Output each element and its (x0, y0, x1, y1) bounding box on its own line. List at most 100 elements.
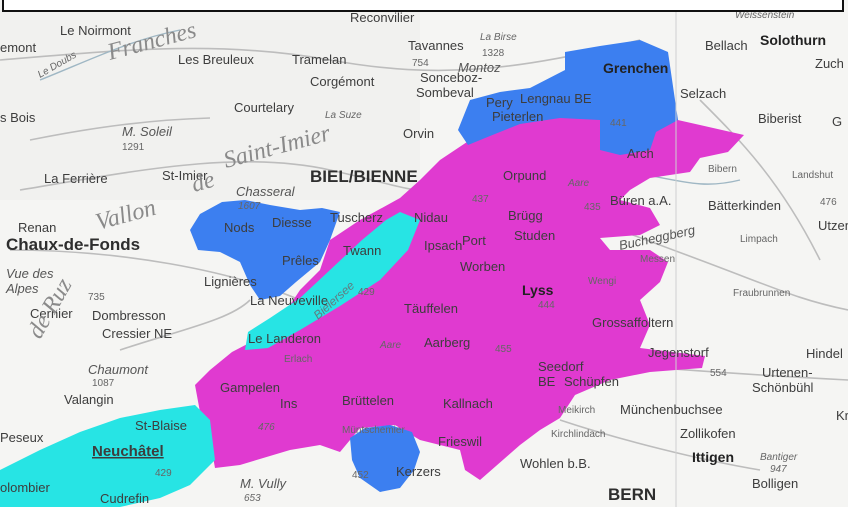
label-diesse: Diesse (272, 215, 312, 230)
label-bellach: Bellach (705, 38, 748, 53)
label-biberist: Biberist (758, 111, 802, 126)
label-g: G (832, 114, 842, 129)
label-grossaffoltern: Grossaffoltern (592, 315, 673, 330)
region-magenta (195, 90, 744, 480)
label-be: BE (538, 374, 556, 389)
region-cyan-lake (245, 212, 420, 350)
label-sonceboz: Sonceboz- (420, 70, 482, 85)
label-sombeval: Sombeval (416, 85, 474, 100)
label-ins: Ins (280, 396, 298, 411)
label-zollikofen: Zollikofen (680, 426, 736, 441)
label-jegenstorf: Jegenstorf (648, 345, 709, 360)
label-aare-2: Aare (379, 340, 402, 351)
label-hindel: Hindel (806, 346, 843, 361)
label-taeuffelen: Täuffelen (404, 301, 458, 316)
label-studen: Studen (514, 228, 555, 243)
label-dombresson: Dombresson (92, 308, 166, 323)
label-alt-429a: 429 (358, 287, 375, 298)
label-bolligen: Bolligen (752, 476, 798, 491)
label-kirchlindach: Kirchlindach (551, 429, 605, 440)
label-arch: Arch (627, 146, 654, 161)
label-aarberg: Aarberg (424, 335, 470, 350)
label-m-vully: M. Vully (240, 476, 287, 491)
label-nidau: Nidau (414, 210, 448, 225)
label-port: Port (462, 233, 486, 248)
label-alt-455: 455 (495, 344, 512, 355)
region-blue-kerzers (350, 425, 420, 492)
label-ipsach: Ipsach (424, 238, 462, 253)
label-grenchen: Grenchen (603, 60, 668, 76)
label-les-breuleux: Les Breuleux (178, 52, 254, 67)
region-cyan-neuchatel (0, 405, 215, 507)
label-worben: Worben (460, 259, 505, 274)
label-bern: BERN (608, 485, 656, 504)
label-vue-des: Vue des (6, 266, 54, 281)
label-schonbuhl: Schönbühl (752, 380, 814, 395)
label-alt-441: 441 (610, 118, 627, 129)
label-erlach: Erlach (284, 354, 312, 365)
label-batterkinden: Bätterkinden (708, 198, 781, 213)
label-alt-429b: 429 (155, 468, 172, 479)
label-la-suze: La Suze (325, 110, 362, 121)
label-st-imier: St-Imier (162, 168, 208, 183)
label-frieswil: Frieswil (438, 434, 482, 449)
label-alt-476: 476 (820, 197, 837, 208)
label-twann: Twann (343, 243, 381, 258)
label-la-neuveville: La Neuveville (250, 293, 328, 308)
label-cressier: Cressier NE (102, 326, 172, 341)
label-utzenst: Utzenst (818, 218, 848, 233)
label-alpes: Alpes (5, 281, 39, 296)
label-zuch: Zuch (815, 56, 844, 71)
label-alt-735: 735 (88, 292, 105, 303)
label-aare-1: Aare (567, 178, 590, 189)
label-alt-452: 452 (352, 470, 369, 481)
label-valangin: Valangin (64, 392, 114, 407)
label-pery: Pery (486, 95, 513, 110)
label-bibern: Bibern (708, 164, 737, 175)
label-kerzers: Kerzers (396, 464, 441, 479)
label-alt-1607: 1607 (238, 201, 261, 212)
label-alt-435: 435 (584, 202, 601, 213)
label-fraubrunnen: Fraubrunnen (733, 288, 790, 299)
label-orpund: Orpund (503, 168, 546, 183)
label-st-blaise: St-Blaise (135, 418, 187, 433)
label-alt-554: 554 (710, 368, 727, 379)
label-biel-bienne: BIEL/BIENNE (310, 167, 418, 186)
label-chaumont: Chaumont (88, 362, 149, 377)
label-meikirch: Meikirch (558, 405, 595, 416)
label-alt-947: 947 (770, 464, 787, 475)
label-lignieres: Lignières (204, 274, 257, 289)
label-prelles: Prêles (282, 253, 319, 268)
label-limpach: Limpach (740, 234, 778, 245)
label-montoz: Montoz (458, 60, 501, 75)
label-alt-1087: 1087 (92, 378, 115, 389)
label-solothurn: Solothurn (760, 32, 826, 48)
label-cudrefin: Cudrefin (100, 491, 149, 506)
label-corgemont: Corgémont (310, 74, 375, 89)
label-alt-476b: 476 (258, 422, 275, 433)
label-ittigen: Ittigen (692, 449, 734, 465)
label-cernier: Cernier (30, 306, 73, 321)
label-alt-437: 437 (472, 194, 489, 205)
label-seedorf: Seedorf (538, 359, 584, 374)
label-selzach: Selzach (680, 86, 726, 101)
label-alt-1328: 1328 (482, 48, 505, 59)
label-buren: Büren a.A. (610, 193, 671, 208)
label-emont: emont (0, 40, 37, 55)
region-blue-plateau (190, 200, 340, 300)
label-colombier: olombier (0, 480, 51, 495)
label-bois: s Bois (0, 110, 36, 125)
label-reconvilier: Reconvilier (350, 10, 415, 25)
label-courtelary: Courtelary (234, 100, 294, 115)
label-alt-1291: 1291 (122, 142, 145, 153)
label-brugg: Brügg (508, 208, 543, 223)
label-tuscherz: Tuscherz (330, 210, 383, 225)
label-renan: Renan (18, 220, 56, 235)
label-messen: Messen (640, 254, 675, 265)
label-le-landeron: Le Landeron (248, 331, 321, 346)
label-chasseral: Chasseral (236, 184, 296, 199)
label-weissenstein: Weissenstein (735, 10, 795, 21)
title-box (2, 0, 844, 12)
